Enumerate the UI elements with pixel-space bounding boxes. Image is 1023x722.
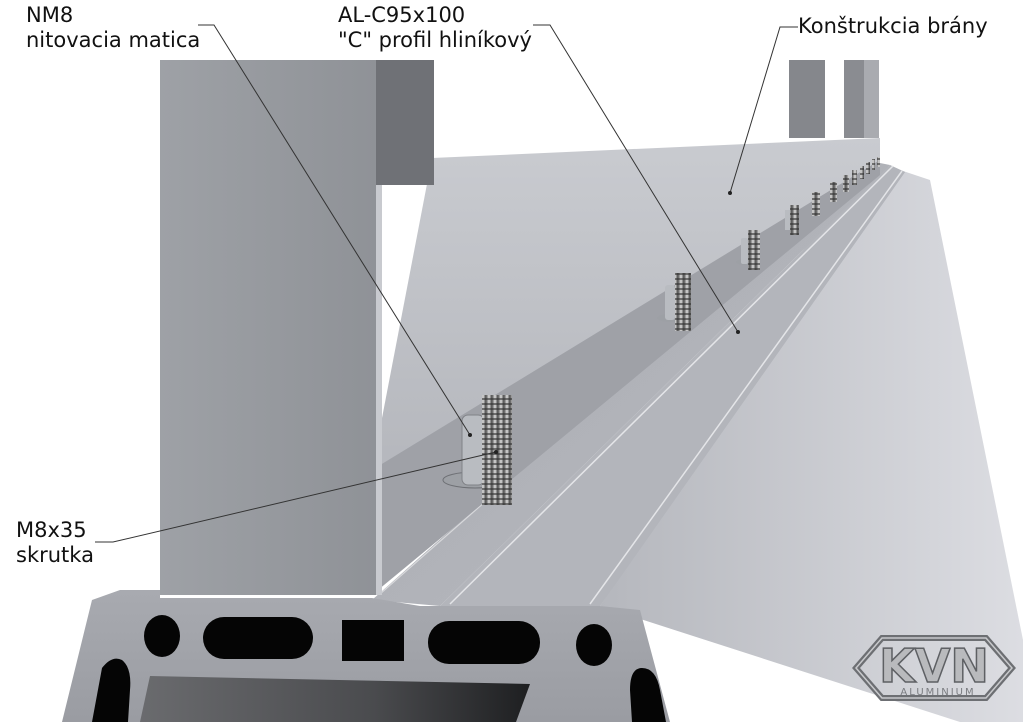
logo-sub-text: ALUMINIUM: [900, 687, 975, 698]
logo-main-text: KVN: [879, 639, 989, 693]
label-rivet-nut: NM8 nitovacia matica: [26, 3, 200, 53]
leader-lines: [95, 24, 798, 543]
cavity-slot-left: [203, 617, 313, 659]
label-rivet-nut-desc: nitovacia matica: [26, 28, 201, 52]
leader-screw: [95, 451, 497, 543]
cavity-slot-right: [428, 621, 540, 664]
label-c-profile-code: AL-C95x100: [338, 3, 466, 27]
cavity-square: [342, 620, 404, 661]
label-c-profile-desc: "C" profil hliníkový: [338, 28, 532, 52]
label-screw: M8x35 skrutka: [16, 518, 94, 568]
label-gate-construction: Konštrukcia brány: [798, 14, 988, 39]
rivet-nut-row: [442, 157, 880, 505]
label-gate-construction-desc: Konštrukcia brány: [798, 14, 988, 38]
kvn-aluminium-logo: KVN ALUMINIUM: [852, 635, 1016, 701]
c-profile-cross-section: [62, 590, 670, 722]
leader-gate: [729, 26, 798, 194]
label-c-profile: AL-C95x100 "C" profil hliníkový: [338, 3, 532, 53]
label-rivet-nut-code: NM8: [26, 3, 74, 27]
leader-c-profile: [533, 24, 739, 333]
label-screw-desc: skrutka: [16, 543, 94, 567]
label-screw-code: M8x35: [16, 518, 87, 542]
rivet-nut-front: [442, 395, 512, 505]
cavity-round-right: [576, 624, 612, 666]
leader-rivet-nut: [198, 24, 471, 436]
cavity-round-left: [144, 615, 180, 657]
